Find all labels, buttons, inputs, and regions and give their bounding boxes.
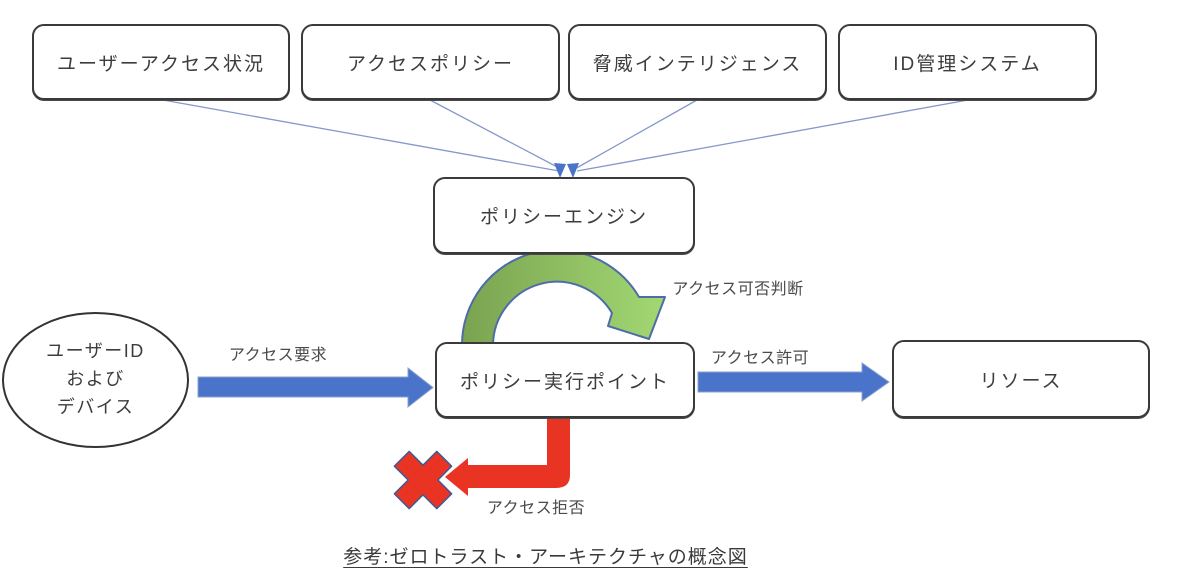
connector-user-access-status <box>162 99 560 172</box>
subject-line2: および <box>66 369 125 390</box>
box-id-management: ID管理システム <box>838 24 1097 100</box>
access-grant-arrow <box>697 362 890 402</box>
ellipse-user-id-device: ユーザーID および デバイス <box>2 312 189 448</box>
box-id-management-label: ID管理システム <box>893 53 1042 75</box>
box-threat-intelligence: 脅威インテリジェンス <box>568 24 827 100</box>
access-request-arrow <box>197 366 434 409</box>
box-policy-enforcement-point: ポリシー実行ポイント <box>435 342 695 418</box>
box-threat-intelligence-label: 脅威インテリジェンス <box>592 53 803 75</box>
decision-arc-arrow <box>461 249 666 346</box>
connector-access-policy <box>429 99 564 171</box>
subject-line1: ユーザーID <box>46 341 145 362</box>
label-access-grant: アクセス許可 <box>710 350 810 367</box>
deny-x-icon <box>393 450 453 510</box>
box-user-access-status: ユーザーアクセス状況 <box>32 24 290 100</box>
connector-arrowhead-right-icon <box>567 163 579 178</box>
connector-arrowhead-left-icon <box>554 163 566 178</box>
box-policy-engine-label: ポリシーエンジン <box>479 207 648 228</box>
subject-line3: デバイス <box>56 396 135 417</box>
box-policy-engine: ポリシーエンジン <box>433 177 695 254</box>
box-access-policy: アクセスポリシー <box>301 24 560 100</box>
box-access-policy-label: アクセスポリシー <box>346 53 515 75</box>
label-access-decision: アクセス可否判断 <box>672 281 804 298</box>
access-deny-arrow <box>445 418 570 496</box>
label-access-deny: アクセス拒否 <box>486 500 586 517</box>
connector-threat-intelligence <box>572 99 698 171</box>
diagram-caption: 参考:ゼロトラスト・アーキテクチャの概念図 <box>343 547 748 568</box>
box-user-access-status-label: ユーザーアクセス状況 <box>57 53 265 75</box>
box-policy-enforcement-point-label: ポリシー実行ポイント <box>459 371 670 393</box>
box-resource-label: リソース <box>979 370 1063 392</box>
box-resource: リソース <box>892 340 1150 418</box>
connector-id-management <box>576 99 969 172</box>
label-access-request: アクセス要求 <box>228 347 328 364</box>
